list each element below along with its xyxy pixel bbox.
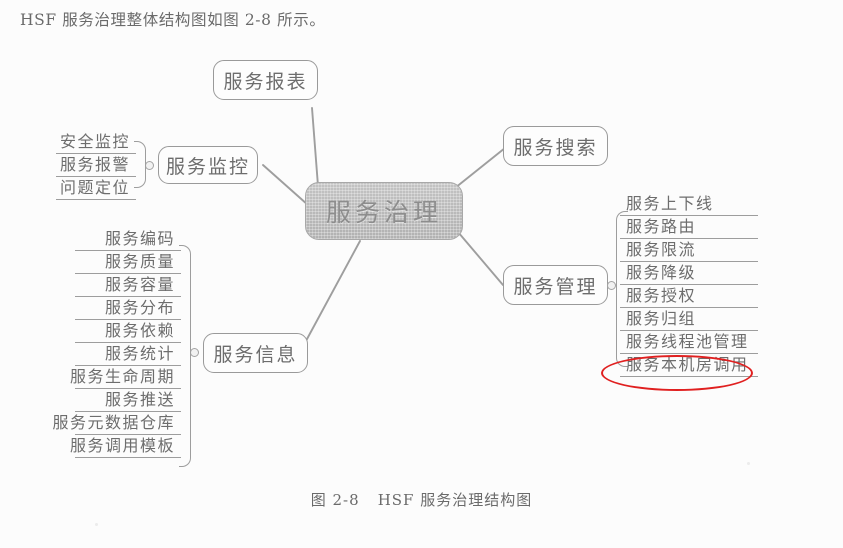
- list-item[interactable]: 服务降级: [620, 262, 758, 285]
- list-item[interactable]: 问题定位: [56, 177, 136, 200]
- hub-service-monitor: [145, 161, 154, 170]
- list-item[interactable]: 服务授权: [620, 285, 758, 308]
- list-item[interactable]: 服务调用模板: [70, 435, 181, 458]
- list-item[interactable]: 服务分布: [75, 297, 181, 320]
- list-item[interactable]: 服务容量: [75, 274, 181, 297]
- list-item[interactable]: 服务报警: [56, 154, 136, 177]
- node-service-search[interactable]: 服务搜索: [503, 126, 608, 166]
- list-item[interactable]: 服务限流: [620, 239, 758, 262]
- hub-service-management: [607, 281, 616, 290]
- list-item[interactable]: 服务上下线: [620, 193, 758, 216]
- list-item[interactable]: 服务依赖: [75, 320, 181, 343]
- center-node-label: 服务治理: [325, 198, 442, 227]
- list-item[interactable]: 服务路由: [620, 216, 758, 239]
- node-service-info-label: 服务信息: [213, 343, 298, 366]
- center-node-service-governance[interactable]: 服务治理: [305, 182, 463, 240]
- list-item[interactable]: 服务推送: [75, 389, 181, 412]
- list-item[interactable]: 安全监控: [56, 131, 136, 154]
- red-highlight-ellipse: [601, 355, 753, 391]
- figure-caption-number: 图 2-8: [310, 491, 360, 509]
- figure-caption-title: HSF 服务治理结构图: [377, 491, 533, 509]
- node-service-report[interactable]: 服务报表: [213, 60, 318, 100]
- list-service-monitor-items: 安全监控 服务报警 问题定位: [56, 131, 136, 200]
- list-item[interactable]: 服务质量: [75, 251, 181, 274]
- list-item[interactable]: 服务生命周期: [70, 366, 181, 389]
- figure-caption: 图 2-8 HSF 服务治理结构图: [0, 489, 843, 510]
- list-service-info-items: 服务编码 服务质量 服务容量 服务分布 服务依赖 服务统计 服务生命周期 服务推…: [52, 228, 181, 458]
- list-item[interactable]: 服务编码: [75, 228, 181, 251]
- hub-service-info: [190, 348, 199, 357]
- node-service-search-label: 服务搜索: [513, 136, 598, 159]
- node-service-report-label: 服务报表: [223, 70, 308, 93]
- list-item[interactable]: 服务统计: [75, 343, 181, 366]
- node-service-monitor-label: 服务监控: [165, 155, 250, 178]
- list-service-management-items: 服务上下线 服务路由 服务限流 服务降级 服务授权 服务归组 服务线程池管理 服…: [620, 193, 758, 377]
- node-service-management[interactable]: 服务管理: [503, 265, 608, 305]
- scan-speck: [747, 462, 750, 465]
- node-service-monitor[interactable]: 服务监控: [158, 146, 258, 184]
- list-item[interactable]: 服务归组: [620, 308, 758, 331]
- node-service-management-label: 服务管理: [513, 275, 598, 298]
- node-service-info[interactable]: 服务信息: [203, 333, 308, 373]
- intro-paragraph: HSF 服务治理整体结构图如图 2-8 所示。: [20, 11, 326, 29]
- list-item[interactable]: 服务线程池管理: [620, 331, 758, 354]
- list-item[interactable]: 服务元数据仓库: [52, 412, 181, 435]
- scan-speck: [95, 523, 98, 526]
